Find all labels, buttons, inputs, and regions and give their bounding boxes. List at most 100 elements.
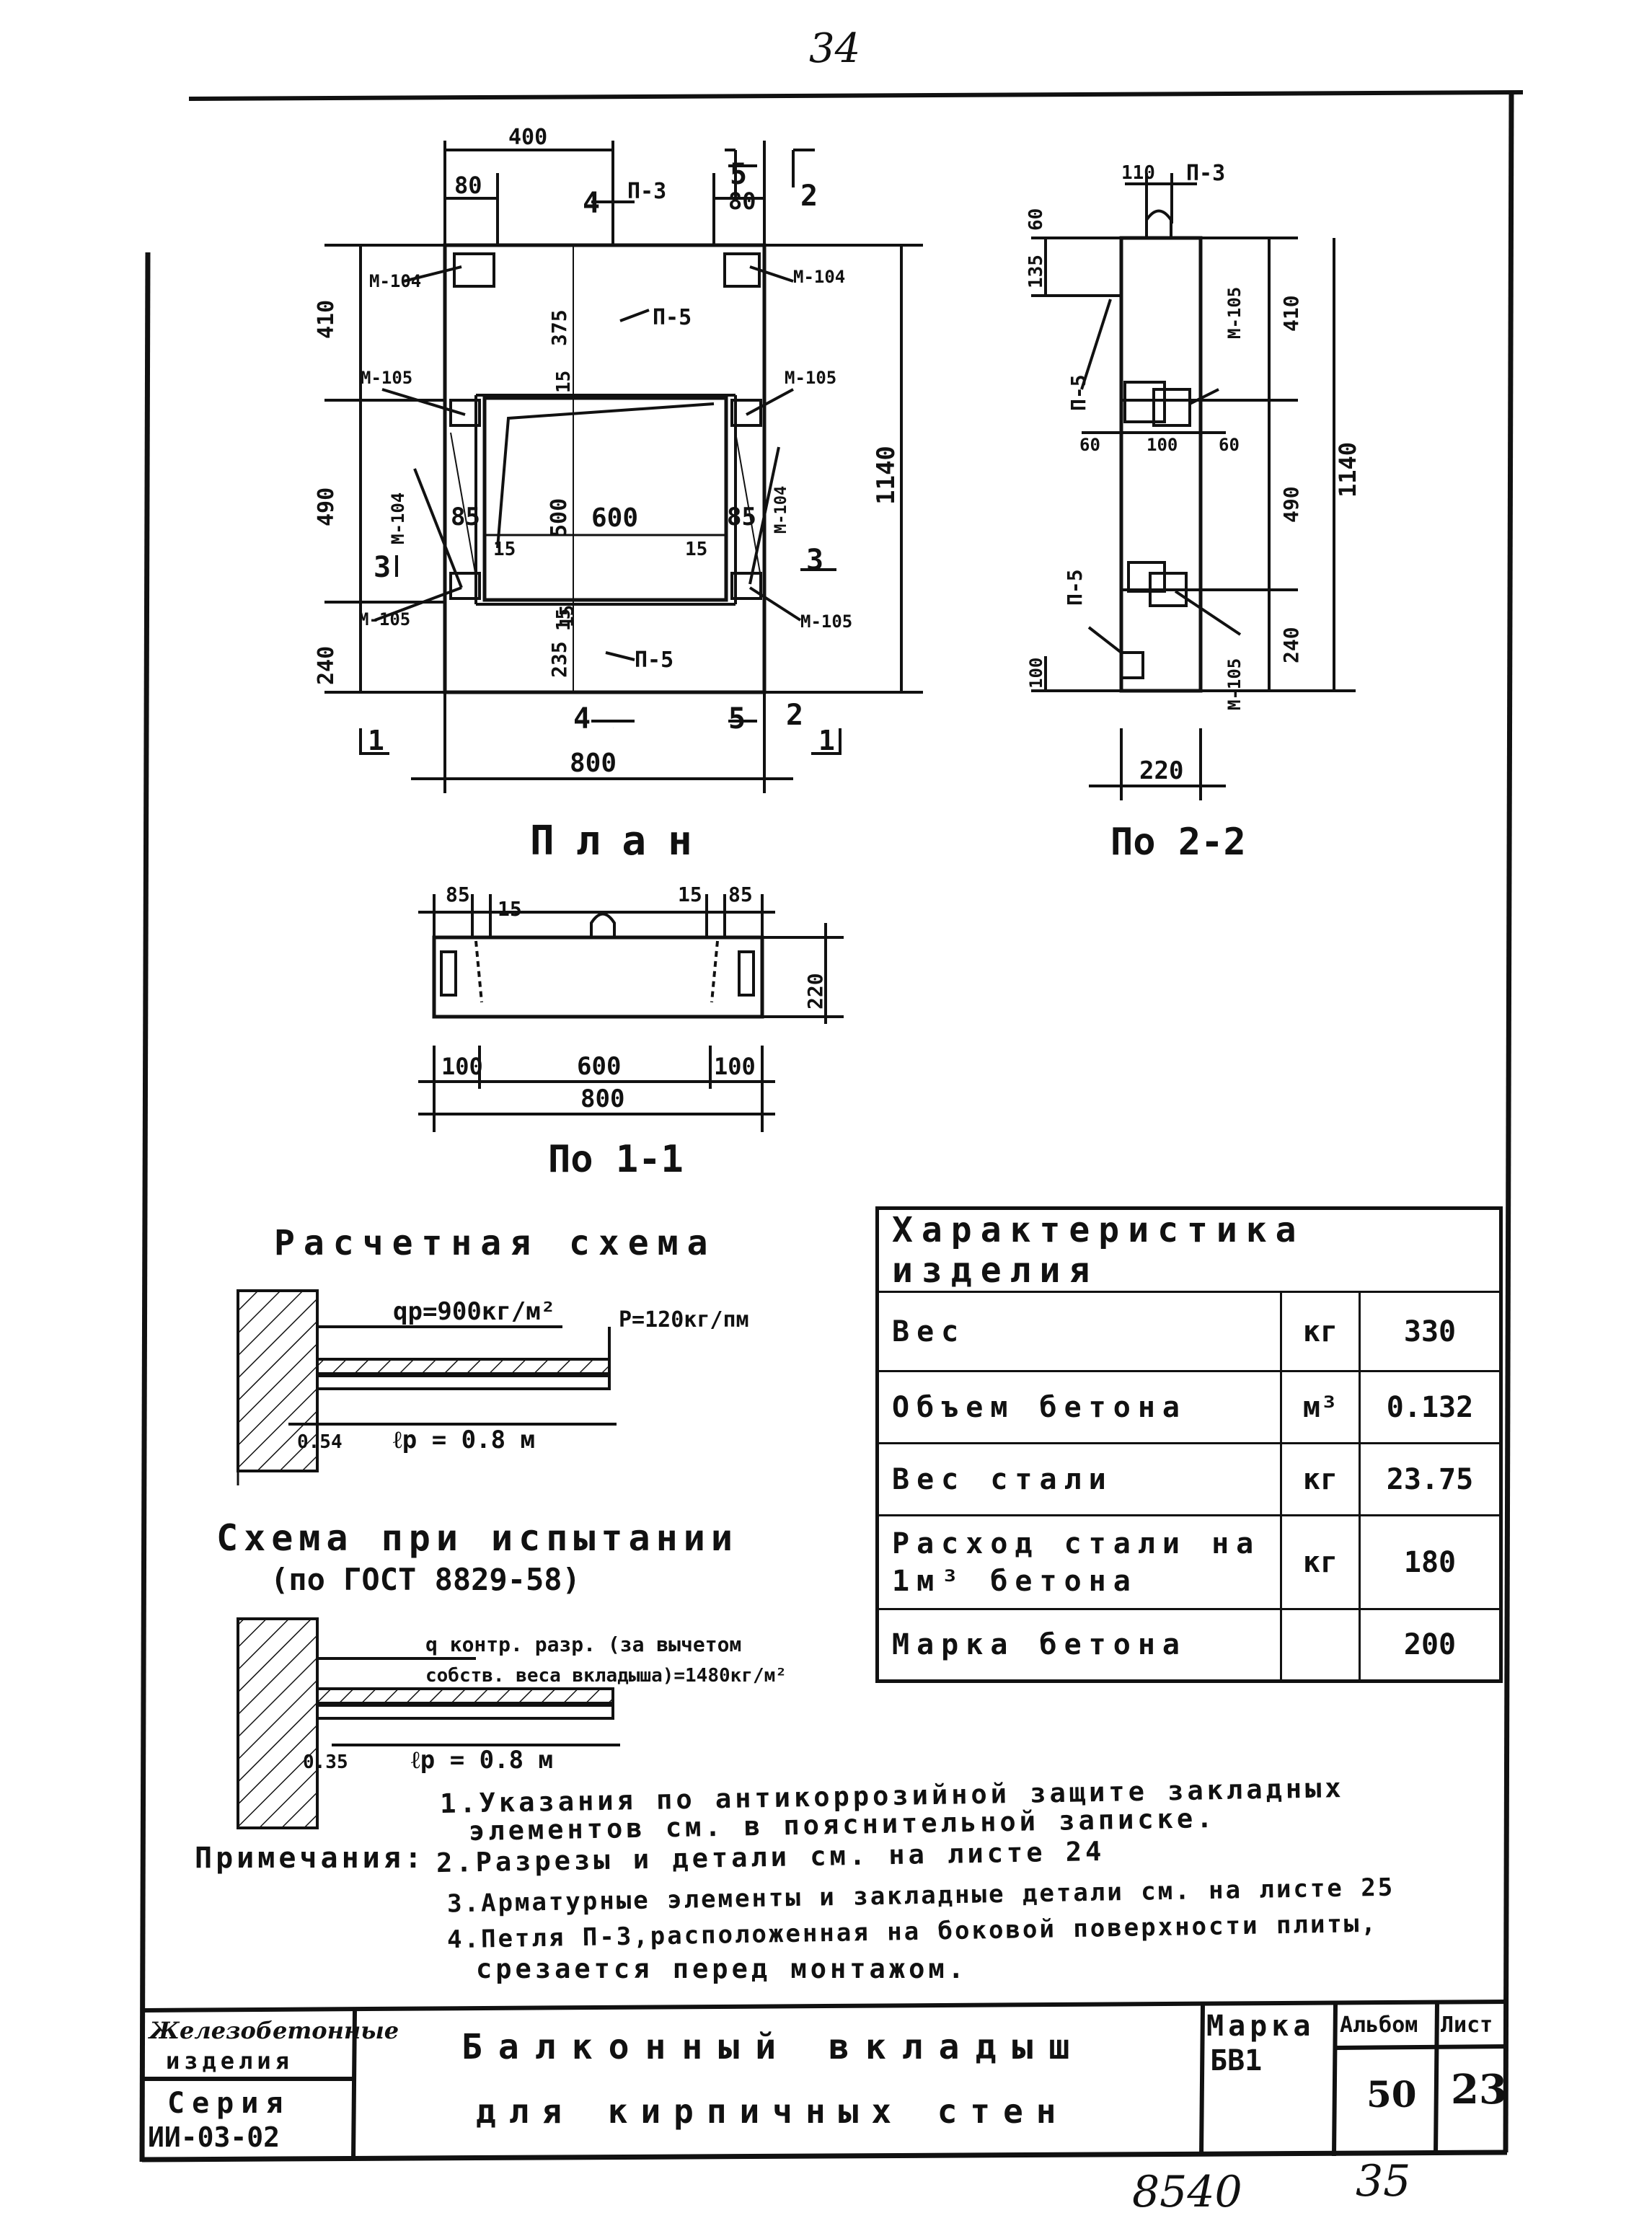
row-unit: м³ <box>1280 1370 1361 1444</box>
table-row: Марка бетона 200 <box>876 1608 1502 1682</box>
section-mark-2t: 2 <box>800 180 818 213</box>
plan-title: План <box>530 818 714 865</box>
row-value: 180 <box>1359 1514 1502 1610</box>
plan-dim-15a: 15 <box>553 371 575 393</box>
test-distributed-load <box>316 1687 614 1705</box>
stamp-mark-label: Марка <box>1206 2010 1315 2043</box>
section22-dim-60b: 60 <box>1079 435 1100 455</box>
section22-dim-100b: 100 <box>1147 435 1178 455</box>
plan-dim-15b: 15 <box>493 539 516 560</box>
stamp-series-label: Серия <box>167 2087 291 2120</box>
callout-m104-r: М-104 <box>772 486 790 534</box>
plan-dim-235: 235 <box>547 641 571 678</box>
section11-dim-600: 600 <box>577 1052 621 1081</box>
plan-dim-15d: 15 <box>557 605 578 627</box>
section-mark-3r: 3 <box>806 544 823 577</box>
test-load-line2: собств. веса вкладыша)=1480кг/м² <box>425 1665 787 1687</box>
calc-scheme-title: Расчетная схема <box>274 1223 716 1263</box>
calc-slab <box>316 1374 611 1390</box>
section22-callout-m105a: М-105 <box>1224 287 1245 339</box>
plan-dim-80a: 80 <box>454 172 482 199</box>
plan-mark-4-top: 4 <box>583 187 600 220</box>
characteristics-table: Характеристика изделия Вес кг 330 Объем … <box>875 1206 1503 1683</box>
row-value: 0.132 <box>1359 1370 1502 1444</box>
row-value: 200 <box>1359 1608 1502 1682</box>
plan-dim-410: 410 <box>314 300 339 339</box>
section-mark-1r: 1 <box>818 725 835 756</box>
section22-dim-135: 135 <box>1025 255 1047 288</box>
section11-dim-15a: 15 <box>498 897 522 921</box>
calc-distributed-load <box>316 1358 611 1375</box>
stamp-title-line1: Балконный вкладыш <box>461 2027 1086 2067</box>
section-mark-2b: 2 <box>786 699 803 732</box>
stamp-sheet-label: Лист <box>1441 2013 1493 2038</box>
section22-outline <box>1119 236 1203 693</box>
plan-dim-85l: 85 <box>451 503 480 531</box>
test-support: 0.35 <box>303 1751 348 1773</box>
plan-dim-800: 800 <box>570 748 617 778</box>
section11-dim-85b: 85 <box>728 883 753 906</box>
plan-dim-80b: 80 <box>728 187 756 215</box>
stamp-sheet-value: 23 <box>1451 2066 1507 2113</box>
characteristics-header: Характеристика изделия <box>876 1207 1502 1293</box>
handwritten-number-2: 35 <box>1356 2156 1411 2206</box>
stamp-title-line2: для кирпичных стен <box>476 2092 1069 2131</box>
notes-label: Примечания: <box>195 1842 425 1875</box>
row-unit: кг <box>1280 1291 1361 1372</box>
section22-callout-p5a: П-5 <box>1066 374 1090 411</box>
plan-mark-5-top: 5 <box>730 158 747 191</box>
section-mark-5b: 5 <box>728 702 746 735</box>
callout-m105-br: М-105 <box>800 611 852 632</box>
section22-dim-410: 410 <box>1279 295 1303 332</box>
section-mark-1l: 1 <box>368 725 384 756</box>
section11-outline <box>432 935 764 1019</box>
callout-m104-l: М-104 <box>388 492 408 544</box>
section11-dim-85a: 85 <box>446 883 470 906</box>
plan-dim-15c: 15 <box>685 539 707 560</box>
row-name: Вес стали <box>876 1442 1282 1516</box>
test-scheme-title: Схема при испытании <box>216 1517 738 1559</box>
section11-title: По 1-1 <box>548 1138 684 1181</box>
callout-p3-top: П-3 <box>627 179 666 204</box>
plan-dim-375: 375 <box>547 309 571 346</box>
test-span: ℓр = 0.8 м <box>411 1746 553 1775</box>
section22-callout-p3: П-3 <box>1186 161 1225 186</box>
section22-callout-m105b: М-105 <box>1224 658 1245 710</box>
plan-dim-600: 600 <box>591 503 638 533</box>
section22-dim-1140: 1140 <box>1334 442 1361 498</box>
row-value: 330 <box>1359 1291 1502 1372</box>
stamp-org-line2: изделия <box>166 2047 293 2075</box>
row-unit: кг <box>1280 1442 1361 1516</box>
section11-dim-220: 220 <box>803 973 827 1010</box>
row-name: Марка бетона <box>876 1608 1282 1682</box>
table-row: Вес стали кг 23.75 <box>876 1442 1502 1516</box>
section22-dim-240: 240 <box>1279 627 1303 663</box>
test-load-line1: q контр. разр. (за вычетом <box>425 1633 741 1656</box>
stamp-org-line1: Железобетонные <box>149 2017 399 2044</box>
callout-m105-bl: М-105 <box>358 609 410 629</box>
plan-dim-15e: 15 <box>553 609 575 631</box>
plan-dim-500: 500 <box>547 498 572 537</box>
test-scheme-subtitle: (по ГОСТ 8829-58) <box>270 1562 580 1597</box>
section-mark-3l: 3 <box>374 551 391 584</box>
plan-outline <box>443 243 767 694</box>
section22-title: По 2-2 <box>1110 821 1246 864</box>
row-unit <box>1280 1608 1361 1682</box>
row-name: Вес <box>876 1291 1282 1372</box>
section22-dim-220: 220 <box>1139 756 1183 785</box>
section22-dim-60a: 60 <box>1025 208 1047 231</box>
callout-p5-top: П-5 <box>653 305 692 330</box>
row-unit: кг <box>1280 1514 1361 1610</box>
section-mark-4t: 4 <box>613 728 614 729</box>
calc-load-label: qр=900кг/м² <box>393 1297 555 1326</box>
section22-dim-100a: 100 <box>1026 658 1046 689</box>
plan-dim-490: 490 <box>314 487 339 526</box>
callout-m105-r: М-105 <box>785 368 836 388</box>
calc-span: ℓр = 0.8 м <box>393 1426 535 1454</box>
